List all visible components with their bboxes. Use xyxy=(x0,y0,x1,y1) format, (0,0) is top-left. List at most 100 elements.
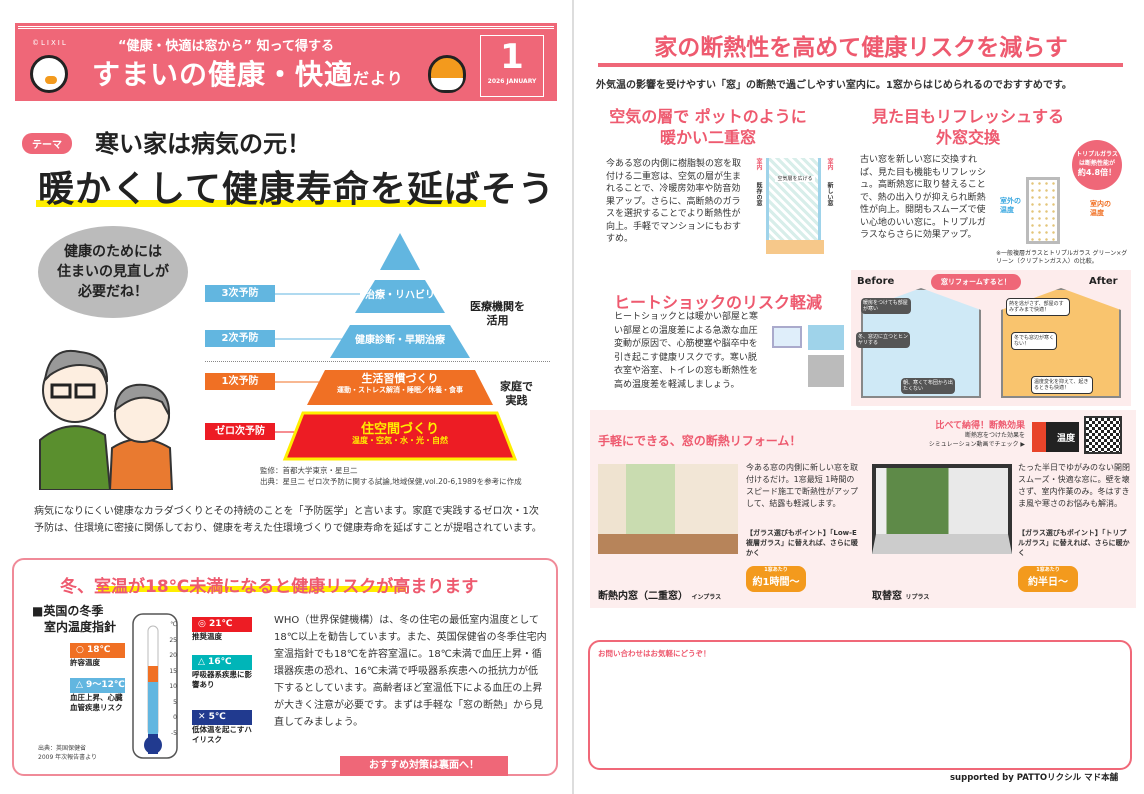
product-name: 断熱内窓（二重窓） xyxy=(598,591,688,602)
compare-block: 比べて納得！断熱効果 断熱窓をつけた効果を シミュレーション動画でチェック ▶ xyxy=(890,418,1025,449)
time-badge: 1窓あたり約1時間〜 xyxy=(746,566,806,592)
who-text: WHO（世界保健機構）は、冬の住宅の最低室内温度として18℃以上を勧告しています… xyxy=(274,615,547,728)
marker-label: △ 16℃ xyxy=(192,655,252,670)
theme-subtitle: 寒い家は病気の元！ xyxy=(95,130,311,158)
product-brand: インプラス xyxy=(691,594,722,601)
bubble-line: 住まいの見直しが xyxy=(57,264,169,280)
temperature-box xyxy=(12,558,558,776)
pyramid-tier-secondary xyxy=(330,325,470,358)
tier-detail: 温度・空気・水・光・自然 xyxy=(352,436,448,445)
badge-line: は断熱性能が xyxy=(1078,160,1115,167)
next-page-link[interactable]: おすすめ対策は裏面へ！ xyxy=(340,756,508,776)
tier-text: 住空間づくり xyxy=(360,422,439,437)
marker-note: 呼吸器系疾患に影響あり xyxy=(192,670,252,689)
brand-logo: ©LIXIL xyxy=(32,39,68,47)
title-rule xyxy=(598,63,1123,67)
exterior-window-title: 見た目もリフレッシュする外窓交換 xyxy=(868,106,1068,148)
supported-by: supported by PATTOリクシル マド本舗 xyxy=(950,773,1119,783)
before-bubble: 暖房をつけても部屋が寒い xyxy=(861,298,911,314)
marker-label: ✕ 5℃ xyxy=(192,710,252,725)
badge-line: トリプルガラス xyxy=(1076,151,1118,158)
exterior-note: ※一般複層ガラスとトリプルガラス グリーン×グリーン（クリプトンガス入）の比較。 xyxy=(996,250,1128,265)
title-main: すまいの健康・快適 xyxy=(92,58,354,91)
compare-link[interactable]: シミュレーション動画でチェック ▶ xyxy=(928,441,1025,448)
title-line: 空気の層で ポットのように xyxy=(609,107,807,126)
credit-source: 出典：星旦二 ゼロ次予防に関する試論,地域保健,vol.20-6,1989を参考… xyxy=(260,477,522,486)
time-value: 約半日〜 xyxy=(1028,577,1068,588)
heat-shock-title: ヒートショックのリスク軽減 xyxy=(614,293,823,312)
diagram-label-room-left: 室内 xyxy=(755,158,762,170)
theme-headline: 暖かくして健康寿命を延ばそう xyxy=(38,169,555,210)
frog-mascot-icon xyxy=(428,55,466,93)
diagram-label-room-right: 室内 xyxy=(826,158,833,170)
pyramid-apex xyxy=(380,233,420,270)
product-name-replace: 取替窓 リプラス xyxy=(872,587,929,602)
title-line: 暖かい二重窓 xyxy=(659,128,756,147)
thermo-fill-blue xyxy=(148,682,158,734)
product-text: たった半日でゆがみのない開閉スムーズ・快適な窓に。壁を壊さず、室内作業のみ。冬は… xyxy=(1018,463,1130,508)
speech-bubble: 健康のためには 住まいの見直しが 必要だね！ xyxy=(38,226,188,318)
title-line: 外窓交換 xyxy=(935,128,1000,147)
time-label: 1窓あたり xyxy=(764,567,788,573)
issue-box: 1 2026 JANUARY xyxy=(480,35,544,97)
badge-line: 約4.8倍！ xyxy=(1077,168,1117,177)
title-line: 見た目もリフレッシュする xyxy=(871,107,1064,126)
inner-window-photo xyxy=(598,464,738,554)
tick-label: 25 xyxy=(169,636,177,644)
product-brand: リプラス xyxy=(905,594,930,601)
right-intro: 外気温の影響を受けやすい「窓」の断熱で過ごしやすい室内に。1窓からはじめられるの… xyxy=(596,80,1072,91)
side-note-medical: 医療機関を活用 xyxy=(470,300,525,328)
simulation-logo[interactable]: 温度 xyxy=(1032,422,1079,452)
tick-label: 0 xyxy=(173,714,177,721)
label-primary-prevention: 1次予防 xyxy=(205,373,275,390)
thermo-scale: ℃ 25 20 15 10 5 0 -5 xyxy=(165,617,177,741)
heat-shock-text: ヒートショックとは暖かい部屋と寒い部屋との温度差による急激な血圧変動が原因で、心… xyxy=(614,312,759,390)
compare-title: 比べて納得！断熱効果 xyxy=(935,421,1025,431)
label-tertiary-prevention: 3次予防 xyxy=(205,285,275,302)
product-name: 取替窓 xyxy=(872,591,902,602)
reform-title: 手軽にできる、窓の断熱リフォーム！ xyxy=(598,434,802,448)
right-page-title: 家の断熱性を高めて健康リスクを減らす xyxy=(654,35,1068,61)
time-value: 約1時間〜 xyxy=(752,577,800,588)
tick-label: 5 xyxy=(173,698,177,706)
issue-number: 1 xyxy=(500,37,524,77)
elderly-couple-illustration xyxy=(39,349,174,490)
after-bubble: 冬でも窓辺が寒くない！ xyxy=(1011,332,1057,350)
prevention-pyramid xyxy=(275,233,518,461)
headline-underline xyxy=(36,200,486,207)
title-suffix: だより xyxy=(353,69,404,88)
thermo-bulb xyxy=(144,736,162,754)
tick-label: 10 xyxy=(169,683,177,690)
bubble-line: 健康のためには xyxy=(64,244,162,260)
glass-point: 【ガラス選びもポイント】「Low-E 複層ガラス」に替えれば、さらに暖かく xyxy=(746,529,858,557)
product-text: 今ある窓の内側に新しい窓を取付けるだけ。1窓最短 1時間のスピード施工で断熱性が… xyxy=(746,463,858,508)
issue-date: 2026 JANUARY xyxy=(487,78,537,85)
side-line: 医療機関を xyxy=(470,300,525,313)
diagram-label-new-window: 新しい窓 xyxy=(826,182,833,206)
pyramid-tier-tertiary xyxy=(355,280,445,313)
before-bubble: 朝、寒くて布団から出たくない xyxy=(901,378,955,394)
tier-text: 健康診断・早期治療 xyxy=(355,335,445,346)
duck-mascot-icon xyxy=(30,55,68,93)
marker-label: ◎ 21℃ xyxy=(192,617,252,632)
side-note-home: 家庭で実践 xyxy=(500,380,533,408)
contact-box: お問い合わせはお気軽にどうぞ！ xyxy=(588,640,1132,770)
diagram-label: 空気層を広げる xyxy=(775,176,815,182)
label-zero-prevention: ゼロ次予防 xyxy=(205,423,275,440)
triple-glass-diagram xyxy=(1026,177,1060,244)
pyramid-tier-zero xyxy=(282,411,518,461)
window-frame xyxy=(766,240,824,254)
tier-detail: 運動・ストレス解消・睡眠／休養・食事 xyxy=(337,386,463,394)
marker-note: 許容温度 xyxy=(70,658,100,667)
side-line: 家庭で xyxy=(500,380,533,393)
tier-text: 治療・リハビリ xyxy=(365,290,435,301)
qr-code[interactable] xyxy=(1084,416,1122,454)
marker-label: △ 9〜12℃ xyxy=(70,678,125,693)
label-secondary-prevention: 2次予防 xyxy=(205,330,275,347)
